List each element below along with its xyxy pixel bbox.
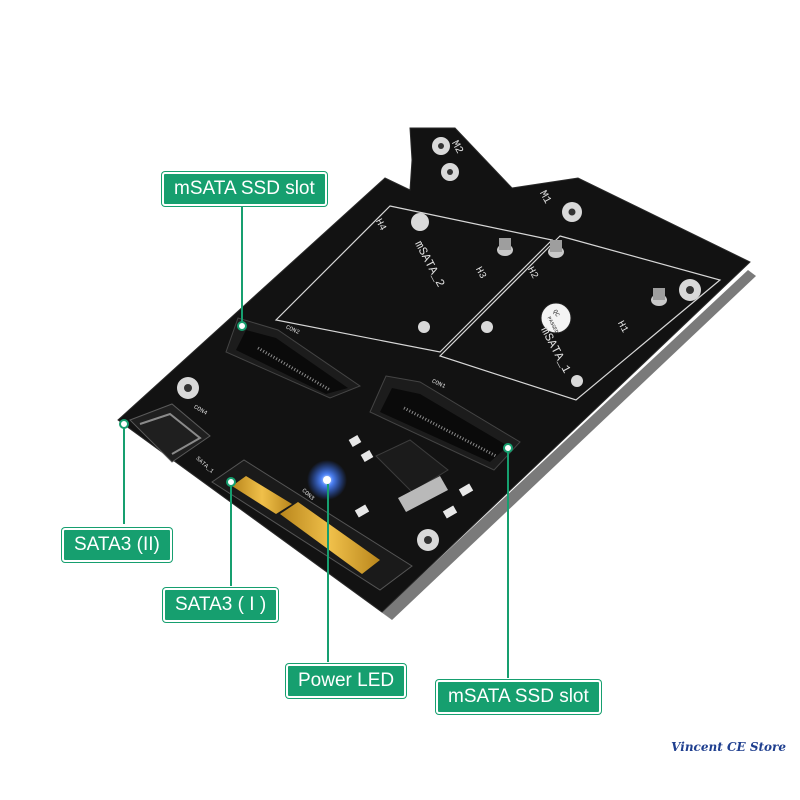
- callout-msata-slot-bottom: mSATA SSD slot: [436, 680, 601, 714]
- silk-m2: M2: [448, 139, 465, 156]
- connector-latch: [139, 412, 202, 455]
- smd-component: [442, 505, 458, 519]
- connector-pins: [257, 346, 331, 392]
- regulator-body: [375, 439, 449, 493]
- smd-components: [348, 435, 474, 519]
- msata-connector-con2: [225, 317, 362, 399]
- silk-m1: M1: [536, 189, 553, 207]
- callout-msata-slot-top: mSATA SSD slot: [162, 172, 327, 206]
- msata-1-outline: [438, 235, 722, 401]
- qc-sticker: [540, 302, 572, 334]
- standoff-screw: [550, 240, 562, 252]
- hole-center: [447, 169, 453, 175]
- sata-connector-con3: [211, 459, 413, 591]
- standoff-screw: [499, 238, 511, 250]
- standoff-screw: [653, 288, 665, 300]
- hole-center: [568, 208, 576, 216]
- voltage-regulator: [375, 439, 449, 512]
- hole-center: [424, 536, 432, 544]
- gold-fingers-data: [232, 476, 292, 514]
- hole-center: [438, 143, 444, 149]
- hole-center: [686, 286, 694, 294]
- smd-component: [354, 504, 370, 518]
- callout-power-led: Power LED: [286, 664, 407, 698]
- store-watermark: Vincent CE Store: [671, 740, 786, 754]
- mount-hole: [418, 321, 430, 333]
- connector-slot: [380, 388, 508, 462]
- silk-h3: H3: [472, 265, 487, 281]
- callout-sata3-ii: SATA3 (II): [62, 528, 172, 562]
- silk-h4: H4: [372, 217, 387, 233]
- callout-leaders: [119, 202, 513, 678]
- smd-component: [348, 435, 362, 447]
- gold-fingers-power: [280, 502, 380, 574]
- connector-shell: [129, 403, 211, 463]
- callout-sata3-i: SATA3 ( I ): [163, 588, 279, 622]
- regulator-tab: [398, 476, 448, 512]
- mount-hole-centers: [184, 143, 694, 544]
- hole-center: [184, 384, 192, 392]
- mount-hole: [411, 213, 429, 231]
- leader-dot: [226, 477, 236, 487]
- pcb-edge-right: [382, 270, 756, 620]
- mount-hole: [481, 321, 493, 333]
- smd-component: [458, 483, 474, 497]
- silk-h2: H2: [524, 265, 539, 281]
- sata-connector-con4: [129, 403, 211, 463]
- leader-dot: [237, 321, 247, 331]
- connector-slot: [236, 330, 348, 394]
- mount-hole: [571, 375, 583, 387]
- leader-dot: [119, 419, 129, 429]
- smd-component: [360, 450, 374, 462]
- sticker-qc: QC: [551, 308, 561, 318]
- standoff-screws: [497, 238, 667, 306]
- leader-dot: [503, 443, 513, 453]
- msata-2-outline: [274, 205, 554, 353]
- connector-pins: [403, 406, 497, 458]
- silk-h1: H1: [614, 319, 629, 335]
- power-led: [323, 476, 331, 484]
